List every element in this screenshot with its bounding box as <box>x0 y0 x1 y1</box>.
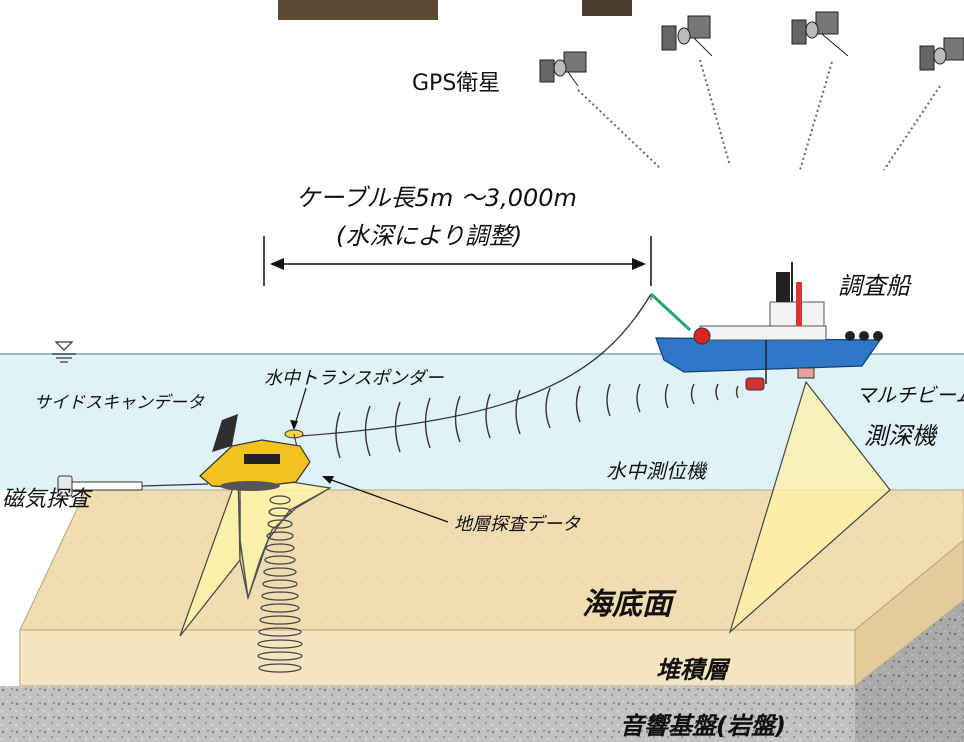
satellite-icon <box>661 15 713 57</box>
ship-icon <box>649 262 883 391</box>
top-object-left <box>278 0 438 20</box>
seafloor-profile <box>239 487 331 599</box>
satellite-icon <box>919 37 964 71</box>
sediment-layer <box>19 629 856 687</box>
tow-cable <box>299 293 652 437</box>
magnetic-label: 磁気探査 <box>2 487 93 512</box>
water-surface-symbol-icon <box>52 341 76 363</box>
towfish-icon <box>199 414 311 491</box>
bedrock-layer <box>0 686 855 742</box>
subbottom-label: 地層探査データ <box>454 514 581 535</box>
gps-label: GPS衛星 <box>412 71 500 96</box>
sidescan-label: サイドスキャンデータ <box>34 393 205 413</box>
positioning-label: 水中測位機 <box>606 459 708 483</box>
top-object-right <box>582 0 632 16</box>
seafloor-label: 海底面 <box>582 587 677 622</box>
gps-signal-lines <box>577 59 941 171</box>
multibeam-label-2: 測深機 <box>864 422 939 450</box>
positioning-arcs <box>335 383 739 459</box>
survey-ship-label: 調査船 <box>838 272 912 300</box>
satellite-icon <box>539 51 587 87</box>
bedrock-side-face <box>855 600 964 742</box>
multibeam-label-1: マルチビーム <box>856 383 964 407</box>
multibeam-swath <box>728 380 891 634</box>
magnetometer-icon <box>57 475 209 497</box>
sidescan-swath-left <box>179 473 241 637</box>
cable-adjust-label: (水深により調整) <box>336 222 522 250</box>
satellite-icon <box>791 11 849 57</box>
subbottom-pointer <box>325 477 449 523</box>
transponder-label: 水中トランスポンダー <box>264 368 445 389</box>
seabed-side-face <box>854 539 964 688</box>
subbottom-pulses <box>257 495 303 673</box>
sediment-label: 堆積層 <box>656 656 731 684</box>
bedrock-label: 音響基盤(岩盤) <box>620 712 786 740</box>
cable-length-label: ケーブル長5m 〜3,000m <box>296 184 577 212</box>
